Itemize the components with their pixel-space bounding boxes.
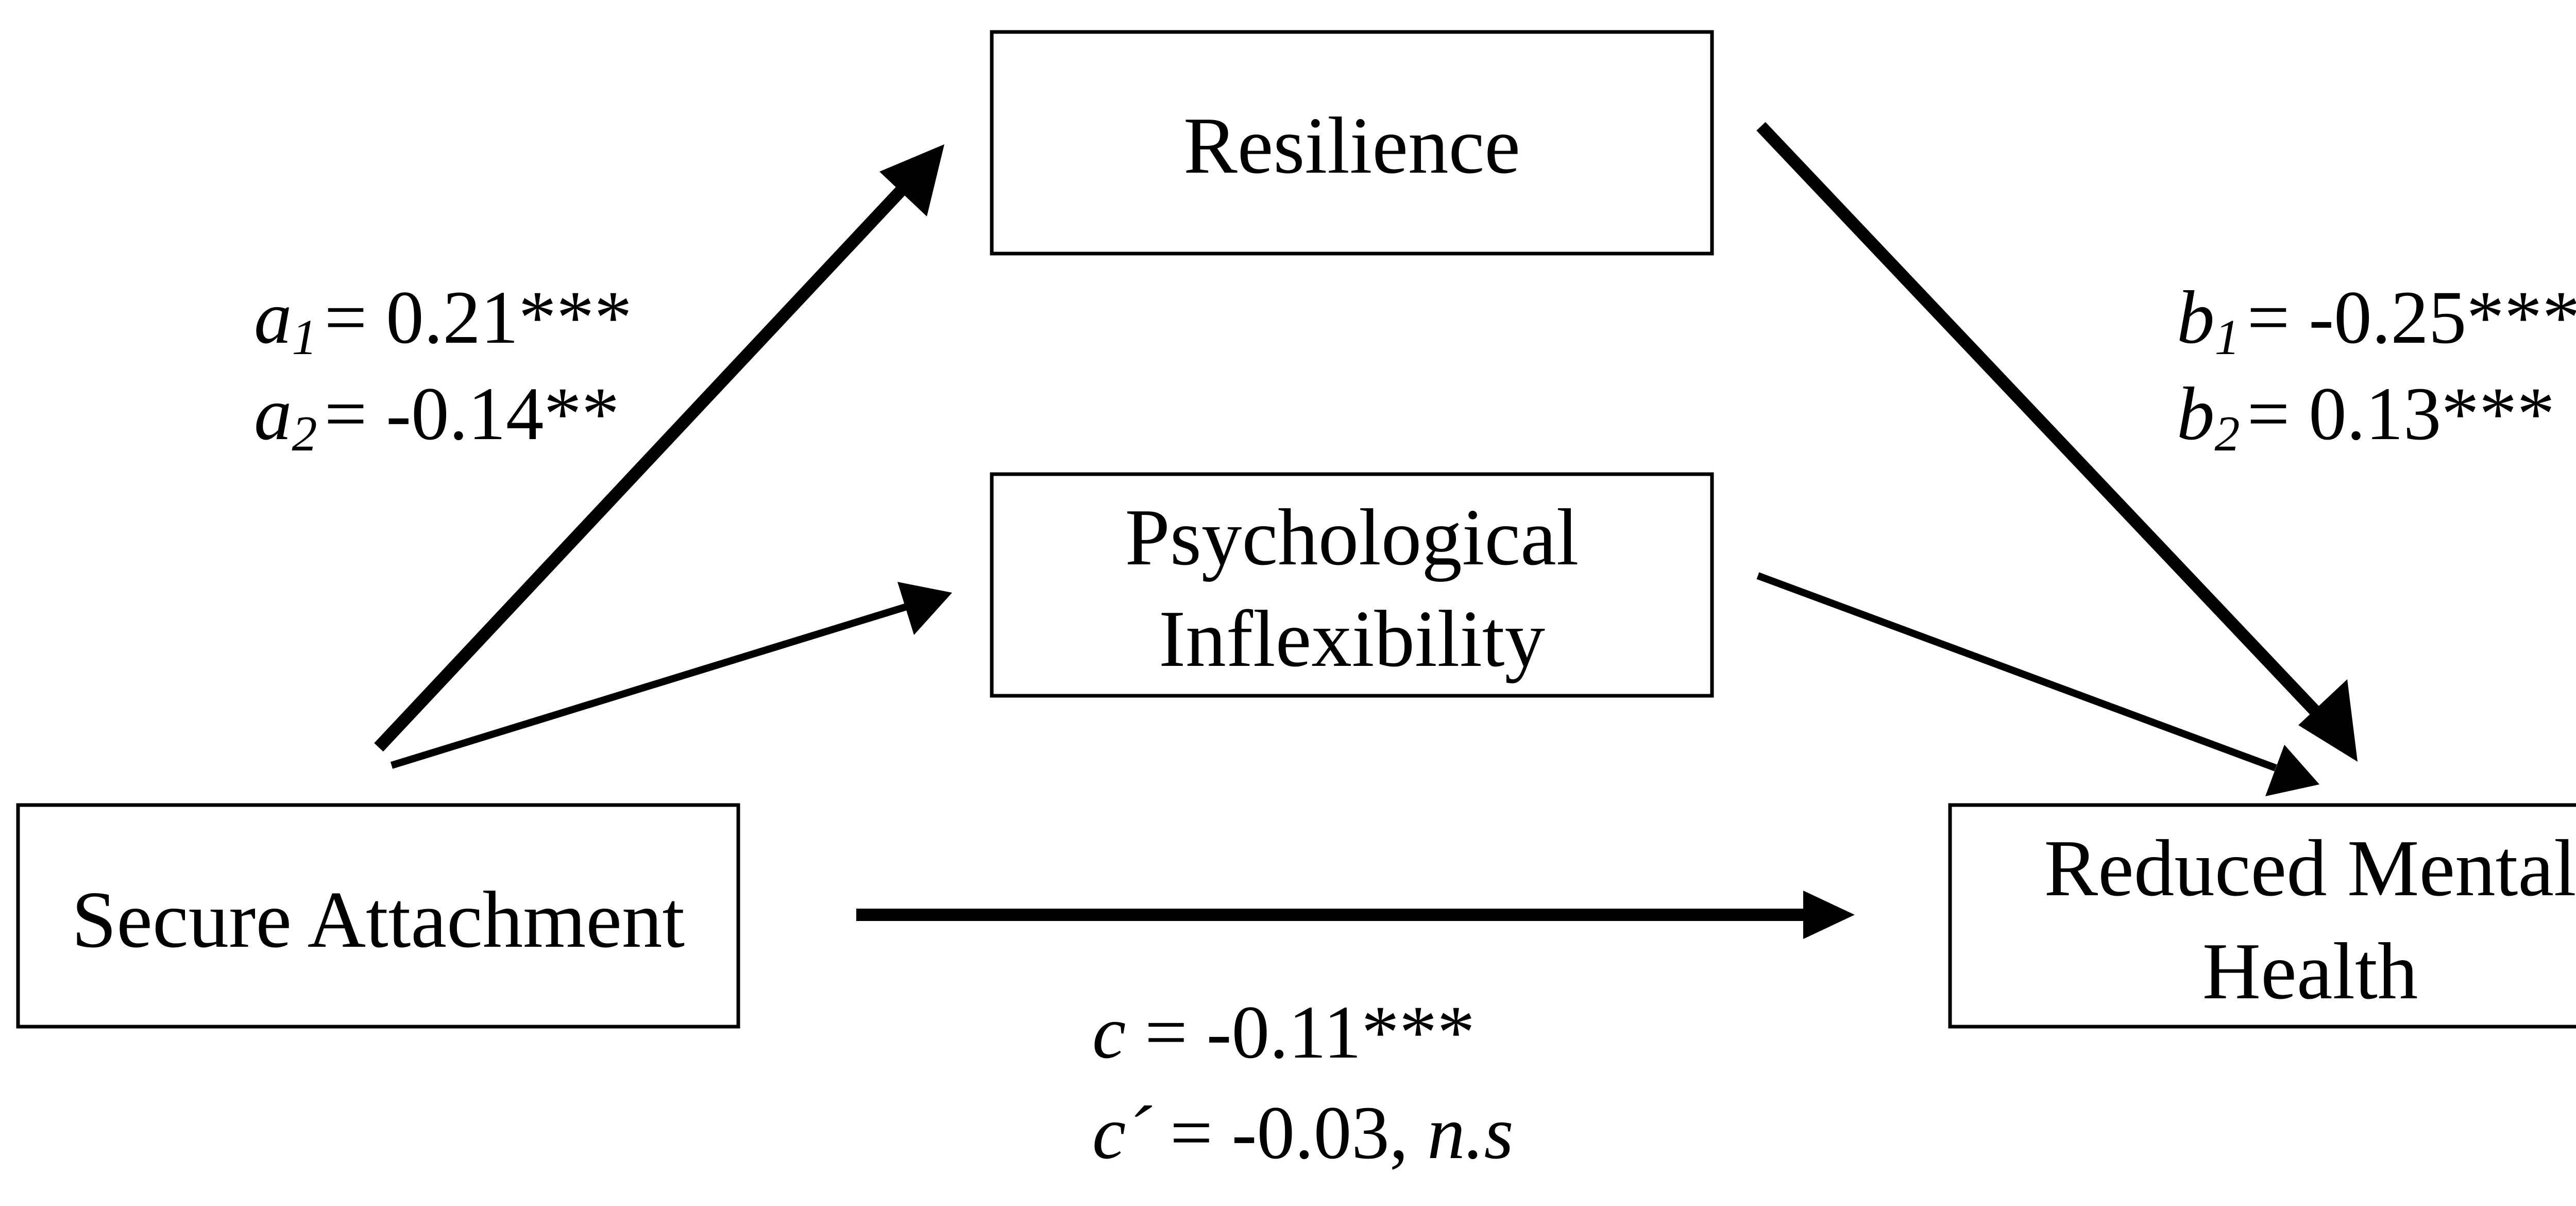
resilience-label: Resilience [1183, 100, 1520, 190]
path-a2-arrowhead [897, 582, 952, 635]
coefficient-b2: b2= 0.13*** [2177, 372, 2555, 462]
resilience-box [990, 30, 1714, 256]
not-significant-note: n.s [1427, 1091, 1513, 1175]
path-a1-line [374, 173, 918, 752]
psychological-inflexibility-box [990, 472, 1714, 698]
coefficient-a1: a1= 0.21*** [254, 275, 632, 365]
reduced-mental-health-box [1948, 803, 2576, 1029]
secure-attachment-label: Secure Attachment [72, 875, 685, 964]
path-a2-line [390, 603, 908, 769]
path-b1-arrowhead [2298, 679, 2358, 762]
path-b1-line [1756, 122, 2330, 726]
secure-attachment-box [16, 803, 740, 1029]
path-a1-arrowhead [879, 144, 944, 216]
coefficient-c: c = -0.11*** [1092, 990, 1475, 1074]
psychological-inflexibility-label-line2: Inflexibility [1159, 594, 1545, 683]
path-c-arrowhead [1803, 891, 1855, 939]
reduced-mental-health-label-line2: Health [2202, 926, 2418, 1016]
coefficient-a2: a2= -0.14** [254, 372, 619, 462]
path-b2-arrowhead [2265, 745, 2319, 796]
coefficient-b1: b1= -0.25*** [2177, 275, 2576, 365]
psychological-inflexibility-label: Psychological [1125, 492, 1579, 582]
path-b2-line [1756, 572, 2277, 772]
coefficient-c-prime: c´ = -0.03, n.s [1092, 1091, 1514, 1175]
reduced-mental-health-label: Reduced Mental [2044, 823, 2576, 913]
